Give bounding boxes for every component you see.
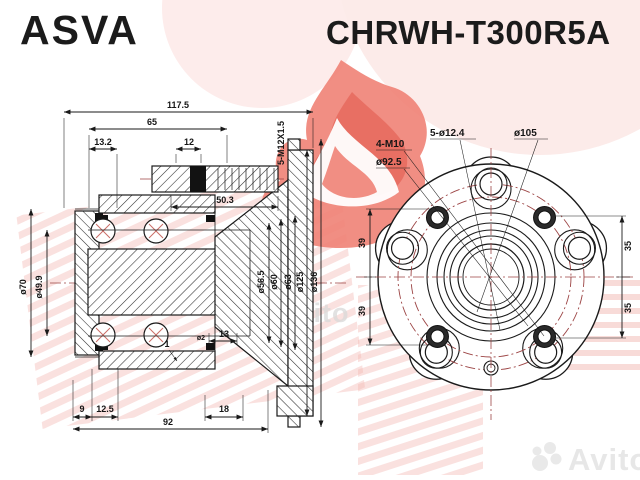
dim-39-lower: 39 [357, 306, 367, 316]
flange-lip-top [287, 138, 301, 151]
dim-39-upper: 39 [357, 238, 367, 248]
dim-stud-thread: 5-M12X1.5 [276, 121, 286, 165]
dim-dia70: ø70 [18, 279, 28, 295]
dim-9: 9 [79, 404, 84, 414]
dim-13-2: 13.2 [94, 137, 112, 147]
dim-thread-holes: 4-M10 [376, 139, 405, 150]
brand-logo-text: ASVA [20, 7, 139, 53]
dim-dia60: ø60 [269, 274, 279, 290]
dim-35-upper: 35 [623, 241, 633, 251]
dim-dia125: ø125 [295, 272, 305, 293]
front-dimensions: 5-ø12.4 ø105 4-M10 ø92.5 39 39 [357, 128, 633, 346]
dim-35-lower: 35 [623, 303, 633, 313]
dim-stud-holes: 5-ø12.4 [430, 128, 465, 139]
dim-92: 92 [163, 417, 173, 427]
dim-total-width: 117.5 [167, 100, 189, 110]
dim-small-hole: ø2 [197, 335, 205, 342]
section-dimensions: 117.5 65 13.2 12 50.3 5-M12X1.5 ø70 ø49.… [18, 100, 324, 433]
bearing-balls [90, 218, 169, 348]
pale-circle-watermark [162, 0, 362, 108]
avito-watermark-main: Avito [532, 442, 640, 477]
front-view-centerlines [356, 148, 634, 420]
dim-1: 1 [164, 339, 169, 349]
bearing-outer-race-bottom [98, 350, 216, 370]
pale-circle-watermark [341, 0, 640, 155]
dim-thread-circle: ø92.5 [376, 157, 402, 168]
dim-12-5: 12.5 [96, 404, 114, 414]
part-number: CHRWH-T300R5A [326, 14, 611, 51]
dim-12: 12 [184, 137, 194, 147]
dim-dia49-9: ø49.9 [34, 275, 44, 298]
bore-lines [75, 208, 251, 358]
dim-stud-circle: ø105 [514, 128, 537, 139]
dim-dia56-5: ø56.5 [256, 270, 266, 293]
stud-thread-lines [217, 168, 275, 190]
flange-lip-bottom [287, 415, 301, 428]
dim-18: 18 [219, 404, 229, 414]
dim-stud-length: 50.3 [216, 195, 234, 205]
avito-watermark-text: Avito [568, 442, 640, 477]
dim-65: 65 [147, 117, 157, 127]
bearing-outer-race-top [98, 194, 216, 214]
dim-dia136: ø136 [309, 272, 319, 293]
dim-13: 13 [219, 329, 229, 339]
flange-foot [276, 385, 314, 417]
avito-logo-icon [532, 442, 562, 471]
dim-dia63: ø63 [283, 274, 293, 290]
wheel-stud [151, 165, 279, 193]
